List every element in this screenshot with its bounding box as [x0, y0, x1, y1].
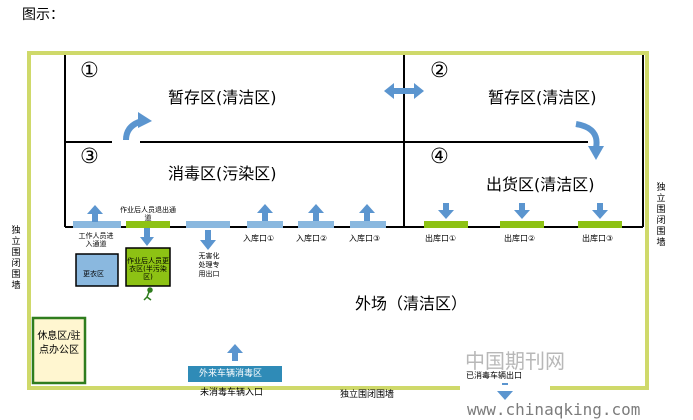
worker-entry-label: 工作人员进入通道	[78, 232, 114, 248]
up-arrow-icon	[308, 204, 324, 221]
down-arrow-icon	[497, 383, 513, 400]
inbound-3-label: 入库口③	[349, 234, 381, 243]
outer-area-label: 外场（清洁区）	[355, 294, 468, 313]
half-contaminated-label: 作业后人员更衣区(半污染区)	[127, 257, 169, 281]
inbound-door-1	[247, 221, 283, 228]
up-arrow-icon	[257, 204, 273, 221]
outbound-2-label: 出库口②	[504, 234, 536, 243]
up-arrow-icon	[227, 344, 243, 361]
inbound-2-label: 入库口②	[296, 234, 328, 243]
entry-door-bar	[73, 221, 121, 228]
changing-room-box	[75, 253, 119, 287]
zone-3-label: 消毒区(污染区)	[168, 164, 277, 183]
outer-wall	[27, 51, 649, 390]
inbound-door-2	[298, 221, 334, 228]
zone-3-number: ③	[80, 144, 99, 168]
watermark-cn: 中国期刊网	[465, 349, 565, 373]
down-arrow-icon	[592, 203, 608, 219]
walker-icon	[143, 287, 153, 301]
vehicle-exit-label: 已消毒车辆出口	[466, 371, 522, 380]
zone-4-number: ④	[430, 144, 449, 168]
wall-bottom-label: 独立围闭围墙	[340, 390, 395, 400]
down-arrow-icon	[140, 228, 154, 246]
watermark-url: www.chinaqking.com	[467, 400, 641, 419]
rest-area-box	[31, 316, 87, 385]
down-arrow-icon	[438, 203, 454, 219]
vehicle-exit-gap	[460, 385, 550, 391]
outbound-3-label: 出库口③	[582, 234, 614, 243]
caption: 图示：	[22, 7, 64, 23]
vehicle-entry-label: 未消毒车辆入口	[200, 388, 264, 398]
wall-left-label: 独立围闭围墙	[11, 226, 21, 291]
rest-area-label: 休息区/驻点办公区	[37, 331, 81, 356]
curved-arrow-left-head	[138, 112, 152, 128]
vehicle-zone-box	[188, 366, 282, 382]
worker-exit-door	[126, 221, 170, 228]
harmless-exit-label: 无害化处理专用出口	[198, 252, 220, 278]
inbound-door-3	[350, 221, 386, 228]
outbound-door-3	[578, 221, 622, 228]
harmless-door-bar	[186, 221, 230, 228]
zone-2-number: ②	[430, 58, 449, 82]
zone-4-label: 出货区(清洁区)	[486, 175, 595, 194]
inbound-1-label: 入库口①	[243, 234, 275, 243]
wall-right-label: 独立围闭围墙	[656, 183, 666, 248]
zone-1-number: ①	[80, 58, 99, 82]
worker-exit-label: 作业后人员退出通道	[120, 206, 176, 222]
outbound-door-1	[424, 221, 468, 228]
up-arrow-icon	[359, 204, 375, 221]
outbound-1-label: 出库口①	[425, 234, 457, 243]
zone-1-label: 暂存区(清洁区)	[168, 88, 277, 107]
up-arrow-icon	[87, 205, 103, 222]
changing-room-label: 更衣区	[83, 270, 104, 278]
down-arrow-icon	[514, 203, 530, 219]
outbound-door-2	[500, 221, 544, 228]
vehicle-zone-label: 外来车辆消毒区	[199, 369, 263, 379]
curved-arrow-right-head	[588, 146, 604, 160]
down-arrow-icon	[200, 230, 216, 250]
zone-2-label: 暂存区(清洁区)	[488, 88, 597, 107]
curved-arrow-right-icon	[575, 121, 600, 149]
half-contaminated-box	[125, 247, 171, 287]
double-arrow-icon	[384, 83, 424, 99]
